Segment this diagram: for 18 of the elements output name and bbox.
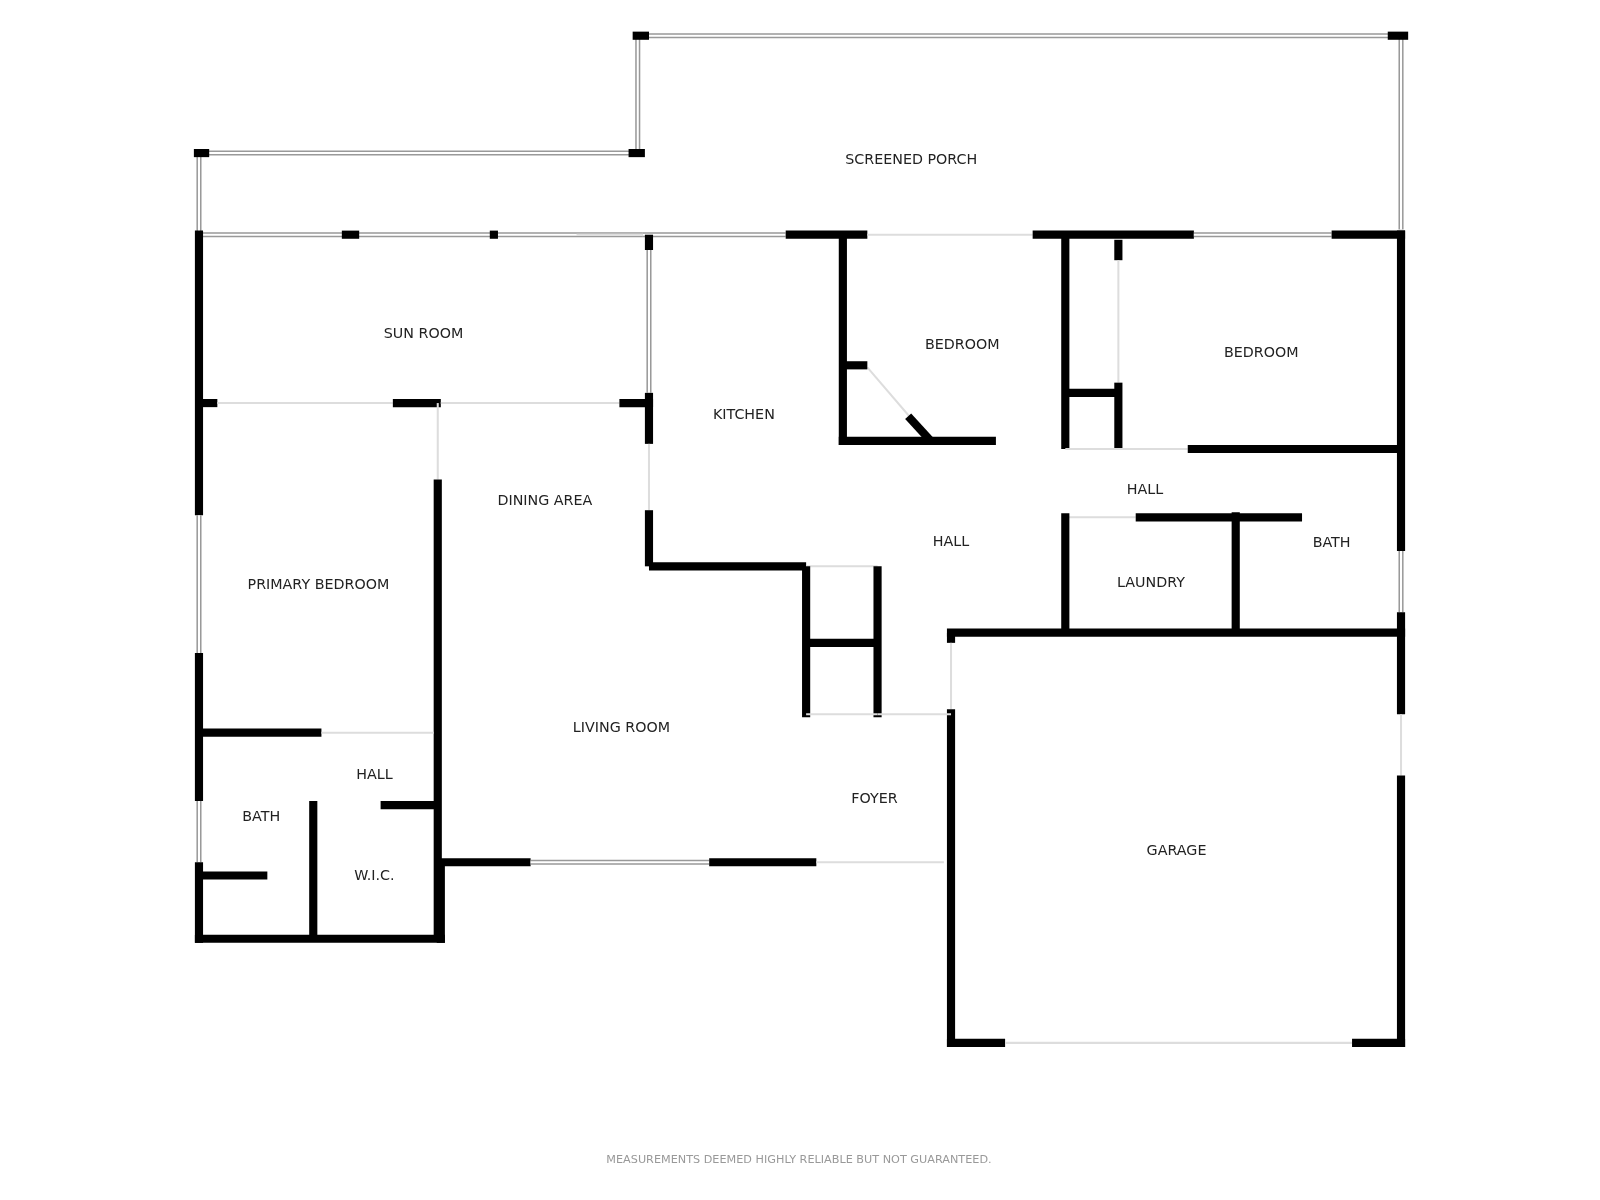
room-label: SUN ROOM	[383, 324, 464, 341]
room-label: DINING AREA	[497, 491, 593, 509]
room-label: W.I.C.	[354, 866, 395, 883]
room-label: KITCHEN	[712, 406, 775, 423]
room-label: PRIMARY BEDROOM	[247, 575, 390, 592]
room-label: BEDROOM	[924, 335, 1000, 353]
room-label: BATH	[242, 808, 281, 825]
room-label: LIVING ROOM	[572, 718, 671, 735]
room-label: HALL	[356, 765, 393, 782]
disclaimer-note: MEASUREMENTS DEEMED HIGHLY RELIABLE BUT NOT GUARANTEED.	[606, 1152, 992, 1166]
room-label: LAUNDRY	[1117, 573, 1185, 590]
room-label: SCREENED PORCH	[845, 151, 978, 168]
room-label: GARAGE	[1146, 841, 1207, 859]
room-label: BEDROOM	[1223, 343, 1299, 361]
room-label: HALL	[932, 532, 970, 549]
room-label: HALL	[1126, 480, 1164, 497]
room-label: BATH	[1312, 533, 1351, 550]
room-label: FOYER	[851, 789, 898, 807]
